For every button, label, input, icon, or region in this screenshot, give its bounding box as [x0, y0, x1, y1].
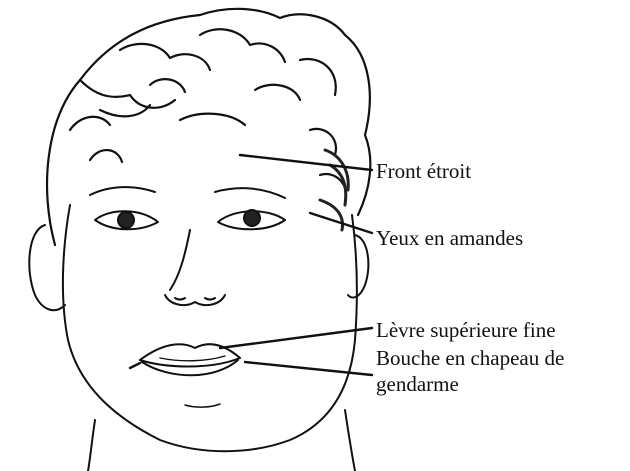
- label-levre-superieure: Lèvre supérieure fine: [376, 317, 556, 343]
- nose: [165, 230, 225, 305]
- label-yeux-en-amandes: Yeux en amandes: [376, 225, 523, 251]
- label-front-etroit: Front étroit: [376, 158, 471, 184]
- chin-mark: [185, 404, 220, 407]
- mouth: [140, 344, 240, 375]
- eyebrows: [90, 187, 285, 198]
- face-outline: [29, 205, 368, 471]
- hair: [47, 9, 370, 245]
- eyes: [95, 210, 285, 229]
- label-bouche: Bouche en chapeau de gendarme: [376, 345, 628, 397]
